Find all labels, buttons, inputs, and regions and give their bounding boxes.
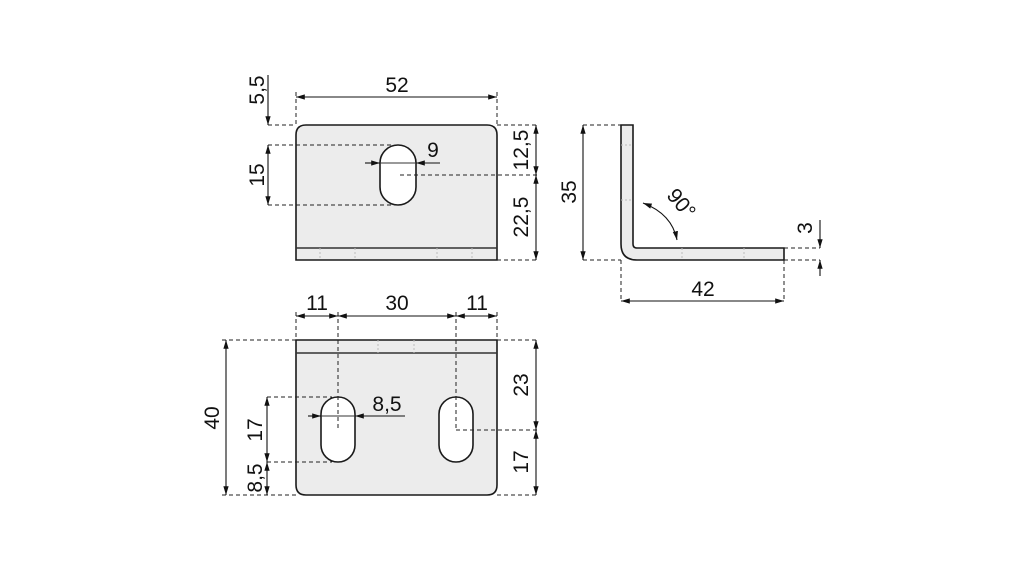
angle-profile <box>620 124 785 261</box>
dim-slot-width-bottom: 8,5 <box>372 393 401 416</box>
side-view: 35 42 3 90° <box>558 124 823 304</box>
dim-width: 52 <box>385 74 408 97</box>
dim-lower-height: 22,5 <box>510 197 533 238</box>
dim-slot-length: 15 <box>246 163 269 186</box>
dim-height: 35 <box>558 180 581 203</box>
dim-bottom-offset: 8,5 <box>244 463 267 492</box>
dim-length: 42 <box>691 278 714 301</box>
dim-thickness: 3 <box>794 222 817 234</box>
extension-lines-side <box>583 124 820 302</box>
hidden-lines-side <box>621 144 745 260</box>
dim-upper-height: 12,5 <box>510 130 533 171</box>
extension-lines-bottom <box>222 312 537 496</box>
dim-slot-length-bottom: 17 <box>244 418 267 441</box>
angle-arc <box>642 202 678 241</box>
dim-upper-height-bottom: 23 <box>510 373 533 396</box>
dim-angle: 90° <box>662 184 700 223</box>
dim-lower-height-bottom: 17 <box>510 450 533 473</box>
hidden-slot-lines <box>319 248 473 260</box>
bottom-view: 11 30 11 40 17 8,5 8,5 23 17 <box>201 292 539 496</box>
dim-hole-spacing: 30 <box>385 292 408 315</box>
dim-edge-left: 11 <box>306 292 328 315</box>
dim-top-offset: 5,5 <box>246 75 269 104</box>
top-view: 52 5,5 15 9 12,5 22,5 <box>246 74 539 261</box>
dim-slot-width: 9 <box>427 139 439 162</box>
extension-lines <box>268 92 537 261</box>
dim-edge-right: 11 <box>466 292 488 315</box>
dim-total-height: 40 <box>201 406 224 429</box>
